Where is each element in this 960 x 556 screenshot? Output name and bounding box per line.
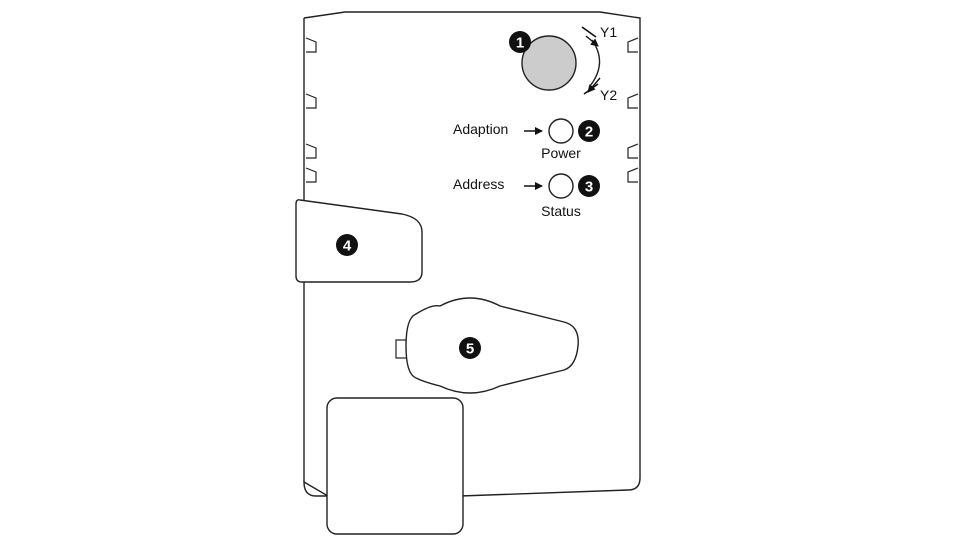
svg-text:2: 2 — [585, 124, 593, 141]
svg-text:5: 5 — [466, 341, 474, 358]
badge-2: 2 — [578, 120, 600, 142]
y1-tick — [581, 26, 597, 38]
y1-label: Y1 — [600, 24, 617, 40]
svg-text:3: 3 — [585, 179, 593, 196]
side-clips-left — [305, 37, 317, 183]
address-label: Address — [453, 176, 504, 192]
badge-1: 1 — [509, 31, 531, 53]
side-clips-right — [627, 37, 639, 183]
svg-text:4: 4 — [343, 238, 352, 255]
power-label: Power — [541, 145, 581, 161]
y1-arrow — [585, 35, 599, 47]
badge-5: 5 — [459, 337, 481, 359]
mounting-block — [326, 397, 464, 535]
knob-rotation-arc — [589, 39, 601, 87]
housing-outline — [303, 11, 641, 497]
y2-arrow — [587, 77, 601, 93]
adaption-label: Adaption — [453, 121, 508, 137]
status-label: Status — [541, 203, 581, 219]
svg-text:1: 1 — [516, 35, 524, 52]
manual-lever[interactable] — [405, 297, 579, 394]
power-led — [548, 118, 574, 144]
badge-3: 3 — [578, 175, 600, 197]
rotary-knob[interactable] — [521, 35, 577, 91]
badge-4: 4 — [336, 234, 358, 256]
status-led — [548, 173, 574, 199]
y2-label: Y2 — [600, 87, 617, 103]
cable-connector — [295, 199, 423, 283]
